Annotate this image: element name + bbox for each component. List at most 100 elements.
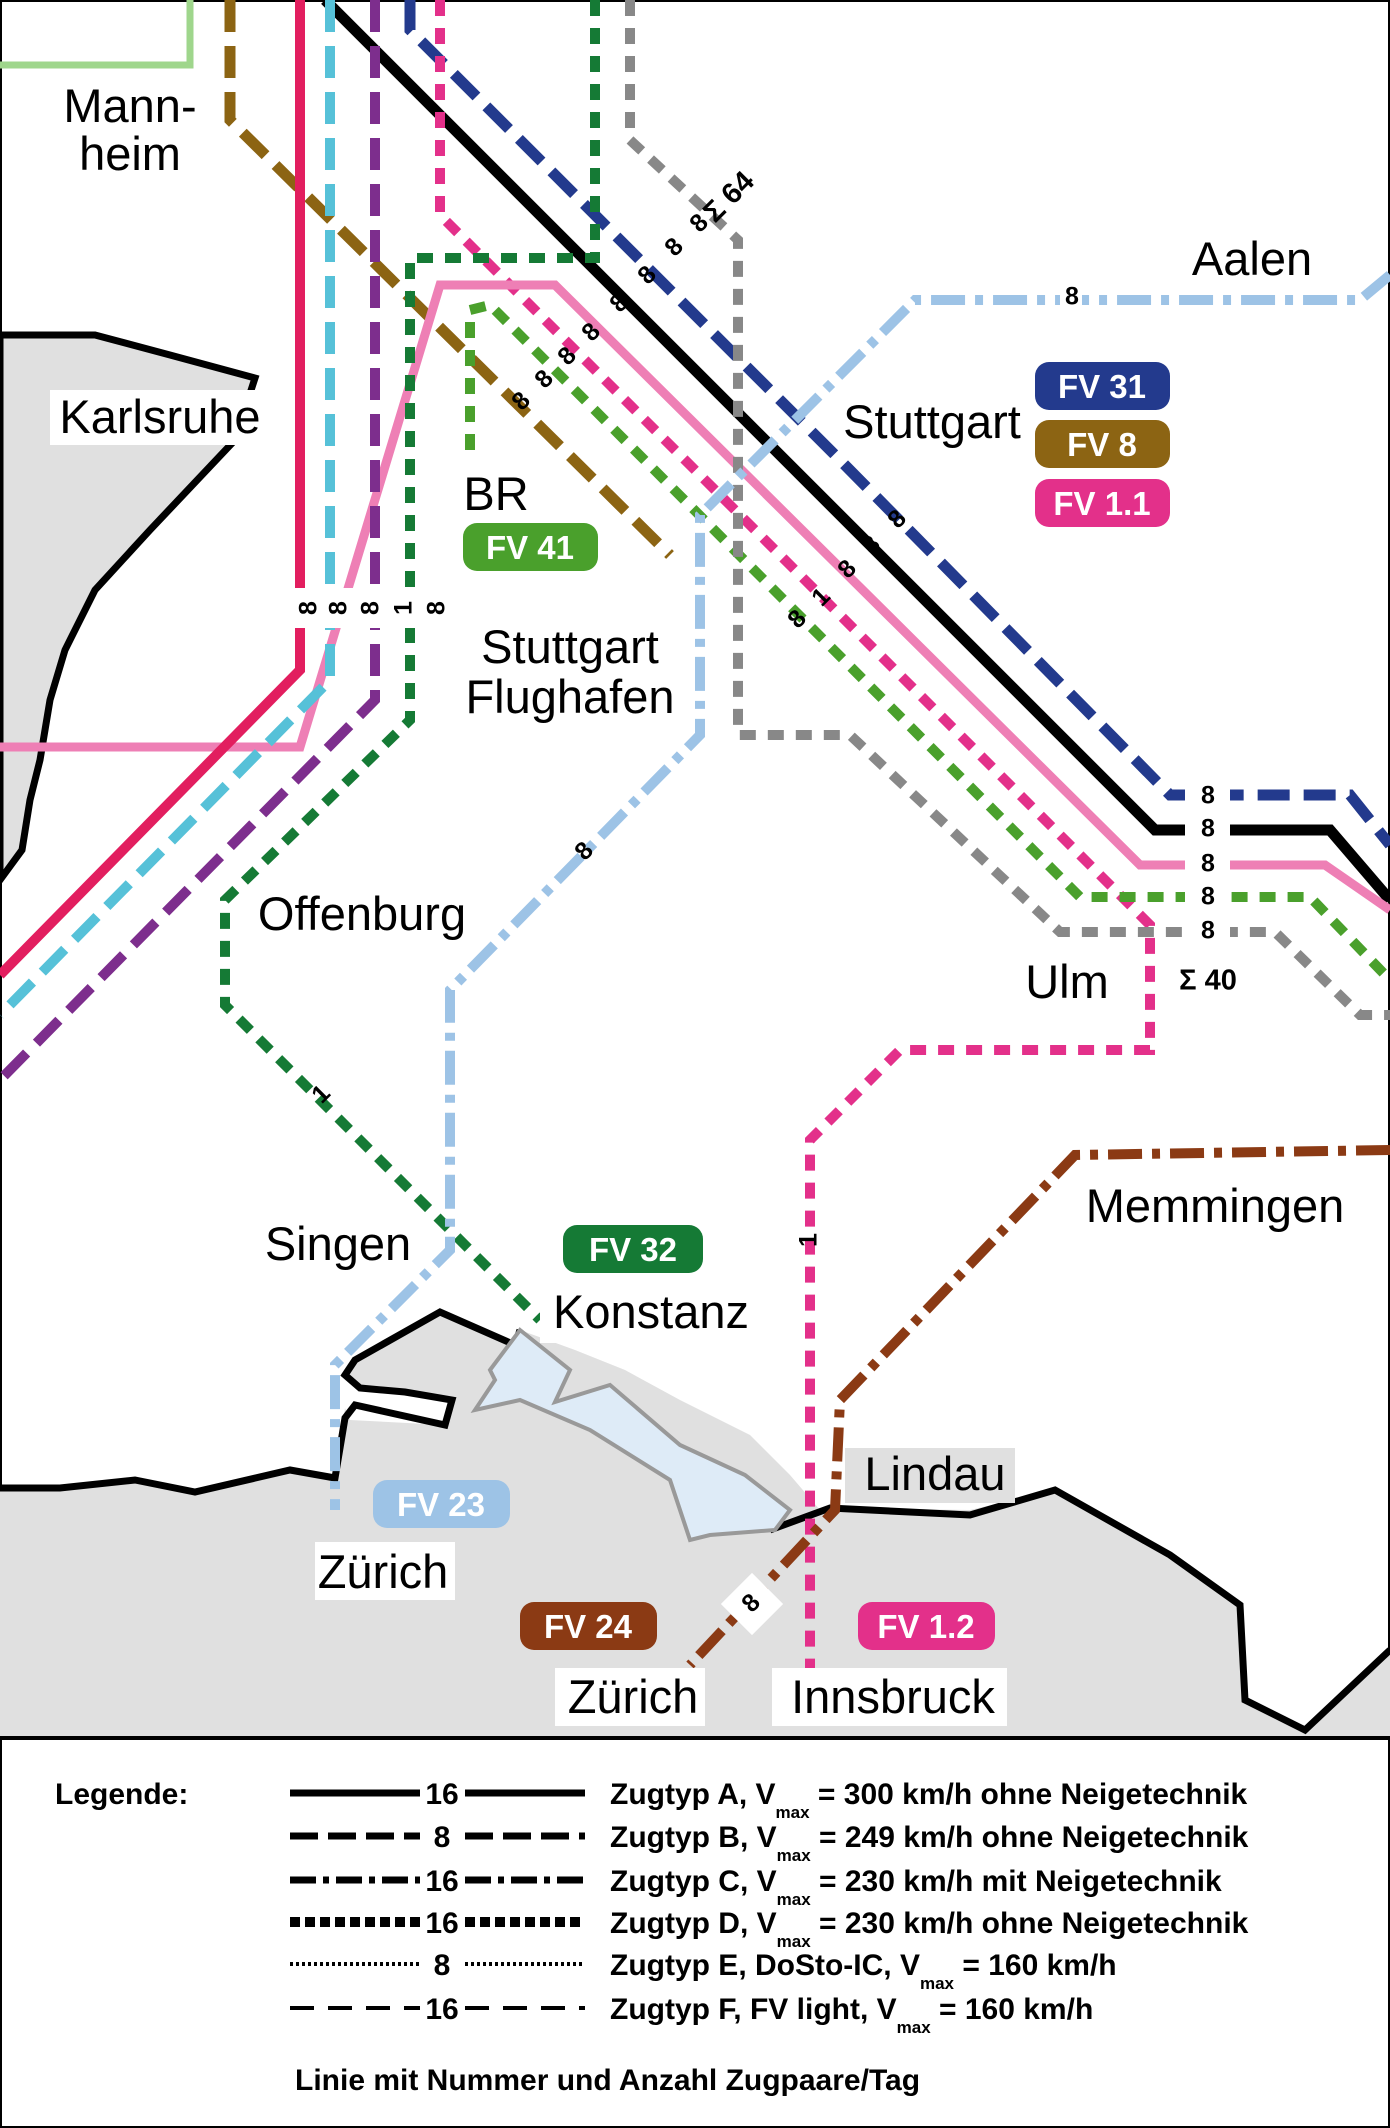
line-fv8 [224,0,674,559]
city-karlsruhe: Karlsruhe [59,390,260,443]
legend-label-d-pre: Zugtyp D, V [610,1907,777,1940]
legend-count-a: 16 [425,1778,458,1811]
legend-label-e: Zugtyp E, DoSto-IC, Vmax = 160 km/h [610,1949,1117,1993]
legend-label-c: Zugtyp C, Vmax = 230 km/h mit Neigetechn… [610,1865,1222,1909]
karlsruhe-bundle-numbers: 8 8 8 1 8 [288,588,453,628]
count-label: 8 [325,601,353,615]
badge-fv41-text: FV 41 [486,529,574,566]
city-br: BR [463,467,528,520]
badge-fv23 [373,1480,510,1528]
city-stuttgart-flughafen-line2: Flughafen [465,670,674,723]
legend-label-a-post: = 300 km/h ohne Neigetechnik [810,1778,1248,1811]
count-label: 8 [1201,917,1215,945]
legend-label-d: Zugtyp D, Vmax = 230 km/h ohne Neigetech… [610,1907,1249,1951]
legend: Legende: 16 Zugtyp A, Vmax = 300 km/h oh… [0,1736,1390,2097]
legend-label-c-sub: max [777,1890,812,1909]
legend-label-f-pre: Zugtyp F, FV light, V [610,1993,897,2026]
count-label: 1 [795,1233,823,1247]
legend-label-e-post: = 160 km/h [954,1949,1117,1982]
legend-label-b: Zugtyp B, Vmax = 249 km/h ohne Neigetech… [610,1821,1249,1865]
badge-fv8-text: FV 8 [1067,426,1137,463]
legend-label-c-post: = 230 km/h mit Neigetechnik [811,1865,1222,1898]
city-mannheim-line2: heim [79,127,181,180]
city-zurich-east: Zürich [568,1670,699,1723]
count-label: 8 [1201,782,1215,810]
legend-label-c-pre: Zugtyp C, V [610,1865,777,1898]
line-mannheim-green [0,0,194,69]
badge-fv12-text: FV 1.2 [877,1608,974,1645]
badge-fv32-text: FV 32 [589,1231,677,1268]
badge-fv31-text: FV 31 [1058,368,1146,405]
city-labels: Mann- heim Karlsruhe Stuttgart Aalen BR … [50,79,1344,1726]
line-crimson [0,0,305,979]
legend-label-a-pre: Zugtyp A, V [610,1778,776,1811]
city-memmingen: Memmingen [1086,1179,1345,1232]
legend-label-f: Zugtyp F, FV light, Vmax = 160 km/h [610,1993,1093,2037]
legend-label-d-sub: max [777,1932,812,1951]
count-label: 1 [390,601,418,615]
city-offenburg: Offenburg [258,887,466,940]
count-label: 8 [1201,815,1215,843]
national-border-east [768,1486,1390,1735]
count-label: 8 [295,601,323,615]
legend-label-e-sub: max [920,1974,955,1993]
legend-count-f: 16 [425,1993,458,2026]
legend-label-b-pre: Zugtyp B, V [610,1821,777,1854]
sum-40-label: Σ 40 [1179,965,1237,997]
badge-fv24 [520,1602,657,1650]
badge-fv11 [1035,479,1170,527]
legend-label-d-post: = 230 km/h ohne Neigetechnik [811,1907,1249,1940]
ulm-bundle-numbers: 8 8 8 8 8 [1185,782,1230,947]
legend-title: Legende: [55,1778,188,1811]
national-border [0,1308,524,1496]
france-area [0,331,260,886]
legend-label-b-sub: max [777,1846,812,1865]
count-label: 8 [1201,850,1215,878]
city-konstanz: Konstanz [553,1285,749,1338]
legend-count-d: 16 [425,1907,458,1940]
city-zurich-west: Zürich [318,1545,449,1598]
count-label: 8 [357,601,385,615]
legend-label-a: Zugtyp A, Vmax = 300 km/h ohne Neigetech… [610,1778,1248,1822]
legend-footer: Linie mit Nummer und Anzahl Zugpaare/Tag [295,2064,920,2097]
city-stuttgart-flughafen-line1: Stuttgart [481,620,659,673]
count-label: 8 [1065,283,1079,311]
legend-label-e-pre: Zugtyp E, DoSto-IC, V [610,1949,920,1982]
badge-fv41 [463,523,598,571]
line-trunk-black [321,0,1390,904]
count-label: 8 [1201,883,1215,911]
badge-fv12 [858,1602,995,1650]
legend-count-c: 16 [425,1865,458,1898]
badge-fv23-text: FV 23 [397,1486,485,1523]
legend-label-b-post: = 249 km/h ohne Neigetechnik [811,1821,1249,1854]
lake-constance [470,1327,793,1543]
city-singen: Singen [265,1217,411,1270]
badge-fv8 [1035,420,1170,468]
city-lindau: Lindau [864,1447,1005,1500]
line-fv41 [465,299,1390,984]
line-purple [0,0,380,1084]
city-innsbruck: Innsbruck [791,1670,995,1723]
city-aalen: Aalen [1192,232,1312,285]
legend-label-a-sub: max [776,1803,811,1822]
badge-fv32 [563,1225,703,1273]
line-fv24 [686,1145,1390,1669]
city-stuttgart: Stuttgart [843,395,1021,448]
city-ulm: Ulm [1025,955,1109,1008]
badge-fv24-text: FV 24 [544,1608,633,1645]
line-fv23 [330,271,1390,1510]
line-fv11 [435,0,1155,1670]
badge-fv31 [1035,362,1170,410]
city-mannheim-line1: Mann- [63,79,196,132]
line-cyan [0,0,335,1019]
legend-count-e: 8 [434,1949,451,1982]
legend-label-f-sub: max [897,2018,932,2037]
legend-count-b: 8 [434,1821,451,1854]
badge-fv11-text: FV 1.1 [1053,485,1150,522]
legend-label-f-post: = 160 km/h [931,1993,1094,2026]
count-label: 8 [423,601,451,615]
line-badges: FV 31 FV 8 FV 1.1 FV 41 FV 32 FV 23 FV 2… [373,362,1170,1650]
line-fv31 [404,0,1390,849]
